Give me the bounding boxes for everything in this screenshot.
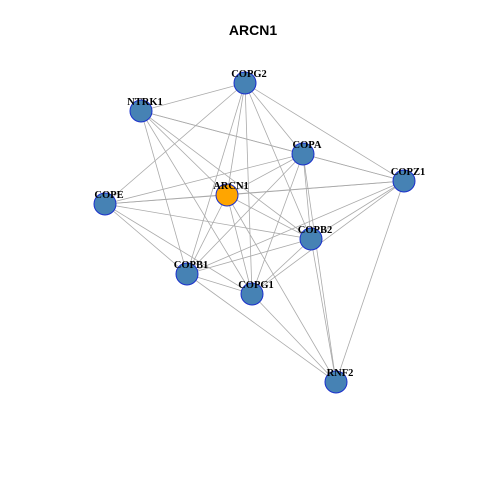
graph-title: ARCN1 — [229, 22, 277, 38]
node-label-copg1: COPG1 — [238, 280, 274, 291]
node-circle-copg2[interactable] — [233, 71, 257, 95]
node-circle-copb1[interactable] — [175, 262, 199, 286]
edge-copz1-copb2 — [310, 180, 405, 240]
node-circle-arcn1[interactable] — [215, 183, 239, 207]
node-copa[interactable]: COPA — [291, 140, 322, 166]
node-label-arcn1: ARCN1 — [213, 181, 249, 192]
edge-cope-copg1 — [104, 203, 253, 295]
edge-copb1-rnf2 — [186, 273, 337, 383]
edge-copa-copz1 — [302, 153, 405, 182]
node-arcn1[interactable]: ARCN1 — [213, 181, 249, 207]
node-circle-rnf2[interactable] — [324, 370, 348, 394]
edge-arcn1-copb1 — [186, 194, 228, 275]
node-copz1[interactable]: COPZ1 — [391, 167, 425, 193]
node-label-copb2: COPB2 — [298, 225, 332, 236]
edge-ntrk1-copb1 — [140, 110, 188, 275]
node-ntrk1[interactable]: NTRK1 — [127, 97, 163, 123]
node-label-copa: COPA — [293, 140, 322, 151]
edge-copg2-copz1 — [244, 82, 405, 182]
edge-copg2-copb2 — [244, 82, 312, 240]
edge-arcn1-copg1 — [226, 194, 253, 295]
edge-ntrk1-copb2 — [140, 110, 312, 240]
edge-ntrk1-copg1 — [140, 110, 253, 295]
node-copb2[interactable]: COPB2 — [298, 225, 332, 251]
edge-copb2-copb1 — [186, 238, 312, 275]
edge-copb2-copg1 — [251, 238, 312, 295]
edge-arcn1-rnf2 — [226, 194, 337, 383]
edge-copg2-arcn1 — [226, 82, 246, 196]
edge-arcn1-copz1 — [226, 180, 405, 196]
node-label-ntrk1: NTRK1 — [127, 97, 163, 108]
edge-copz1-rnf2 — [335, 180, 405, 383]
edge-cope-copb2 — [104, 203, 312, 240]
node-circle-copb2[interactable] — [299, 227, 323, 251]
node-circle-copa[interactable] — [291, 142, 315, 166]
node-label-copg2: COPG2 — [231, 69, 267, 80]
edge-copg2-copb1 — [186, 82, 246, 275]
node-copg1[interactable]: COPG1 — [238, 280, 274, 306]
node-label-copb1: COPB1 — [174, 260, 208, 271]
edge-copg2-ntrk1 — [140, 82, 246, 112]
node-label-cope: COPE — [94, 190, 123, 201]
edge-copg2-copa — [244, 82, 304, 155]
node-label-copz1: COPZ1 — [391, 167, 425, 178]
edge-copb2-rnf2 — [310, 238, 337, 383]
edge-copa-copb2 — [302, 153, 312, 240]
edge-copa-arcn1 — [226, 153, 304, 196]
node-copg2[interactable]: COPG2 — [231, 69, 267, 95]
edge-copz1-copg1 — [251, 180, 405, 295]
edge-copa-rnf2 — [302, 153, 337, 383]
node-label-rnf2: RNF2 — [327, 368, 354, 379]
edge-copa-copb1 — [186, 153, 304, 275]
edge-cope-copb1 — [104, 203, 188, 275]
edge-copg2-copg1 — [244, 82, 253, 295]
edge-ntrk1-arcn1 — [140, 110, 228, 196]
node-circle-copg1[interactable] — [240, 282, 264, 306]
node-copb1[interactable]: COPB1 — [174, 260, 208, 286]
node-circle-ntrk1[interactable] — [129, 99, 153, 123]
edge-layer — [104, 82, 405, 383]
edge-copa-cope — [104, 153, 304, 205]
edge-copz1-copb1 — [186, 180, 405, 275]
edge-arcn1-copb2 — [226, 194, 312, 240]
node-rnf2[interactable]: RNF2 — [324, 368, 354, 394]
node-circle-cope[interactable] — [93, 192, 117, 216]
edge-copg1-rnf2 — [251, 293, 337, 383]
edge-copa-copg1 — [251, 153, 304, 295]
edge-copg2-cope — [104, 82, 246, 205]
node-circle-copz1[interactable] — [392, 169, 416, 193]
node-cope[interactable]: COPE — [93, 190, 124, 216]
